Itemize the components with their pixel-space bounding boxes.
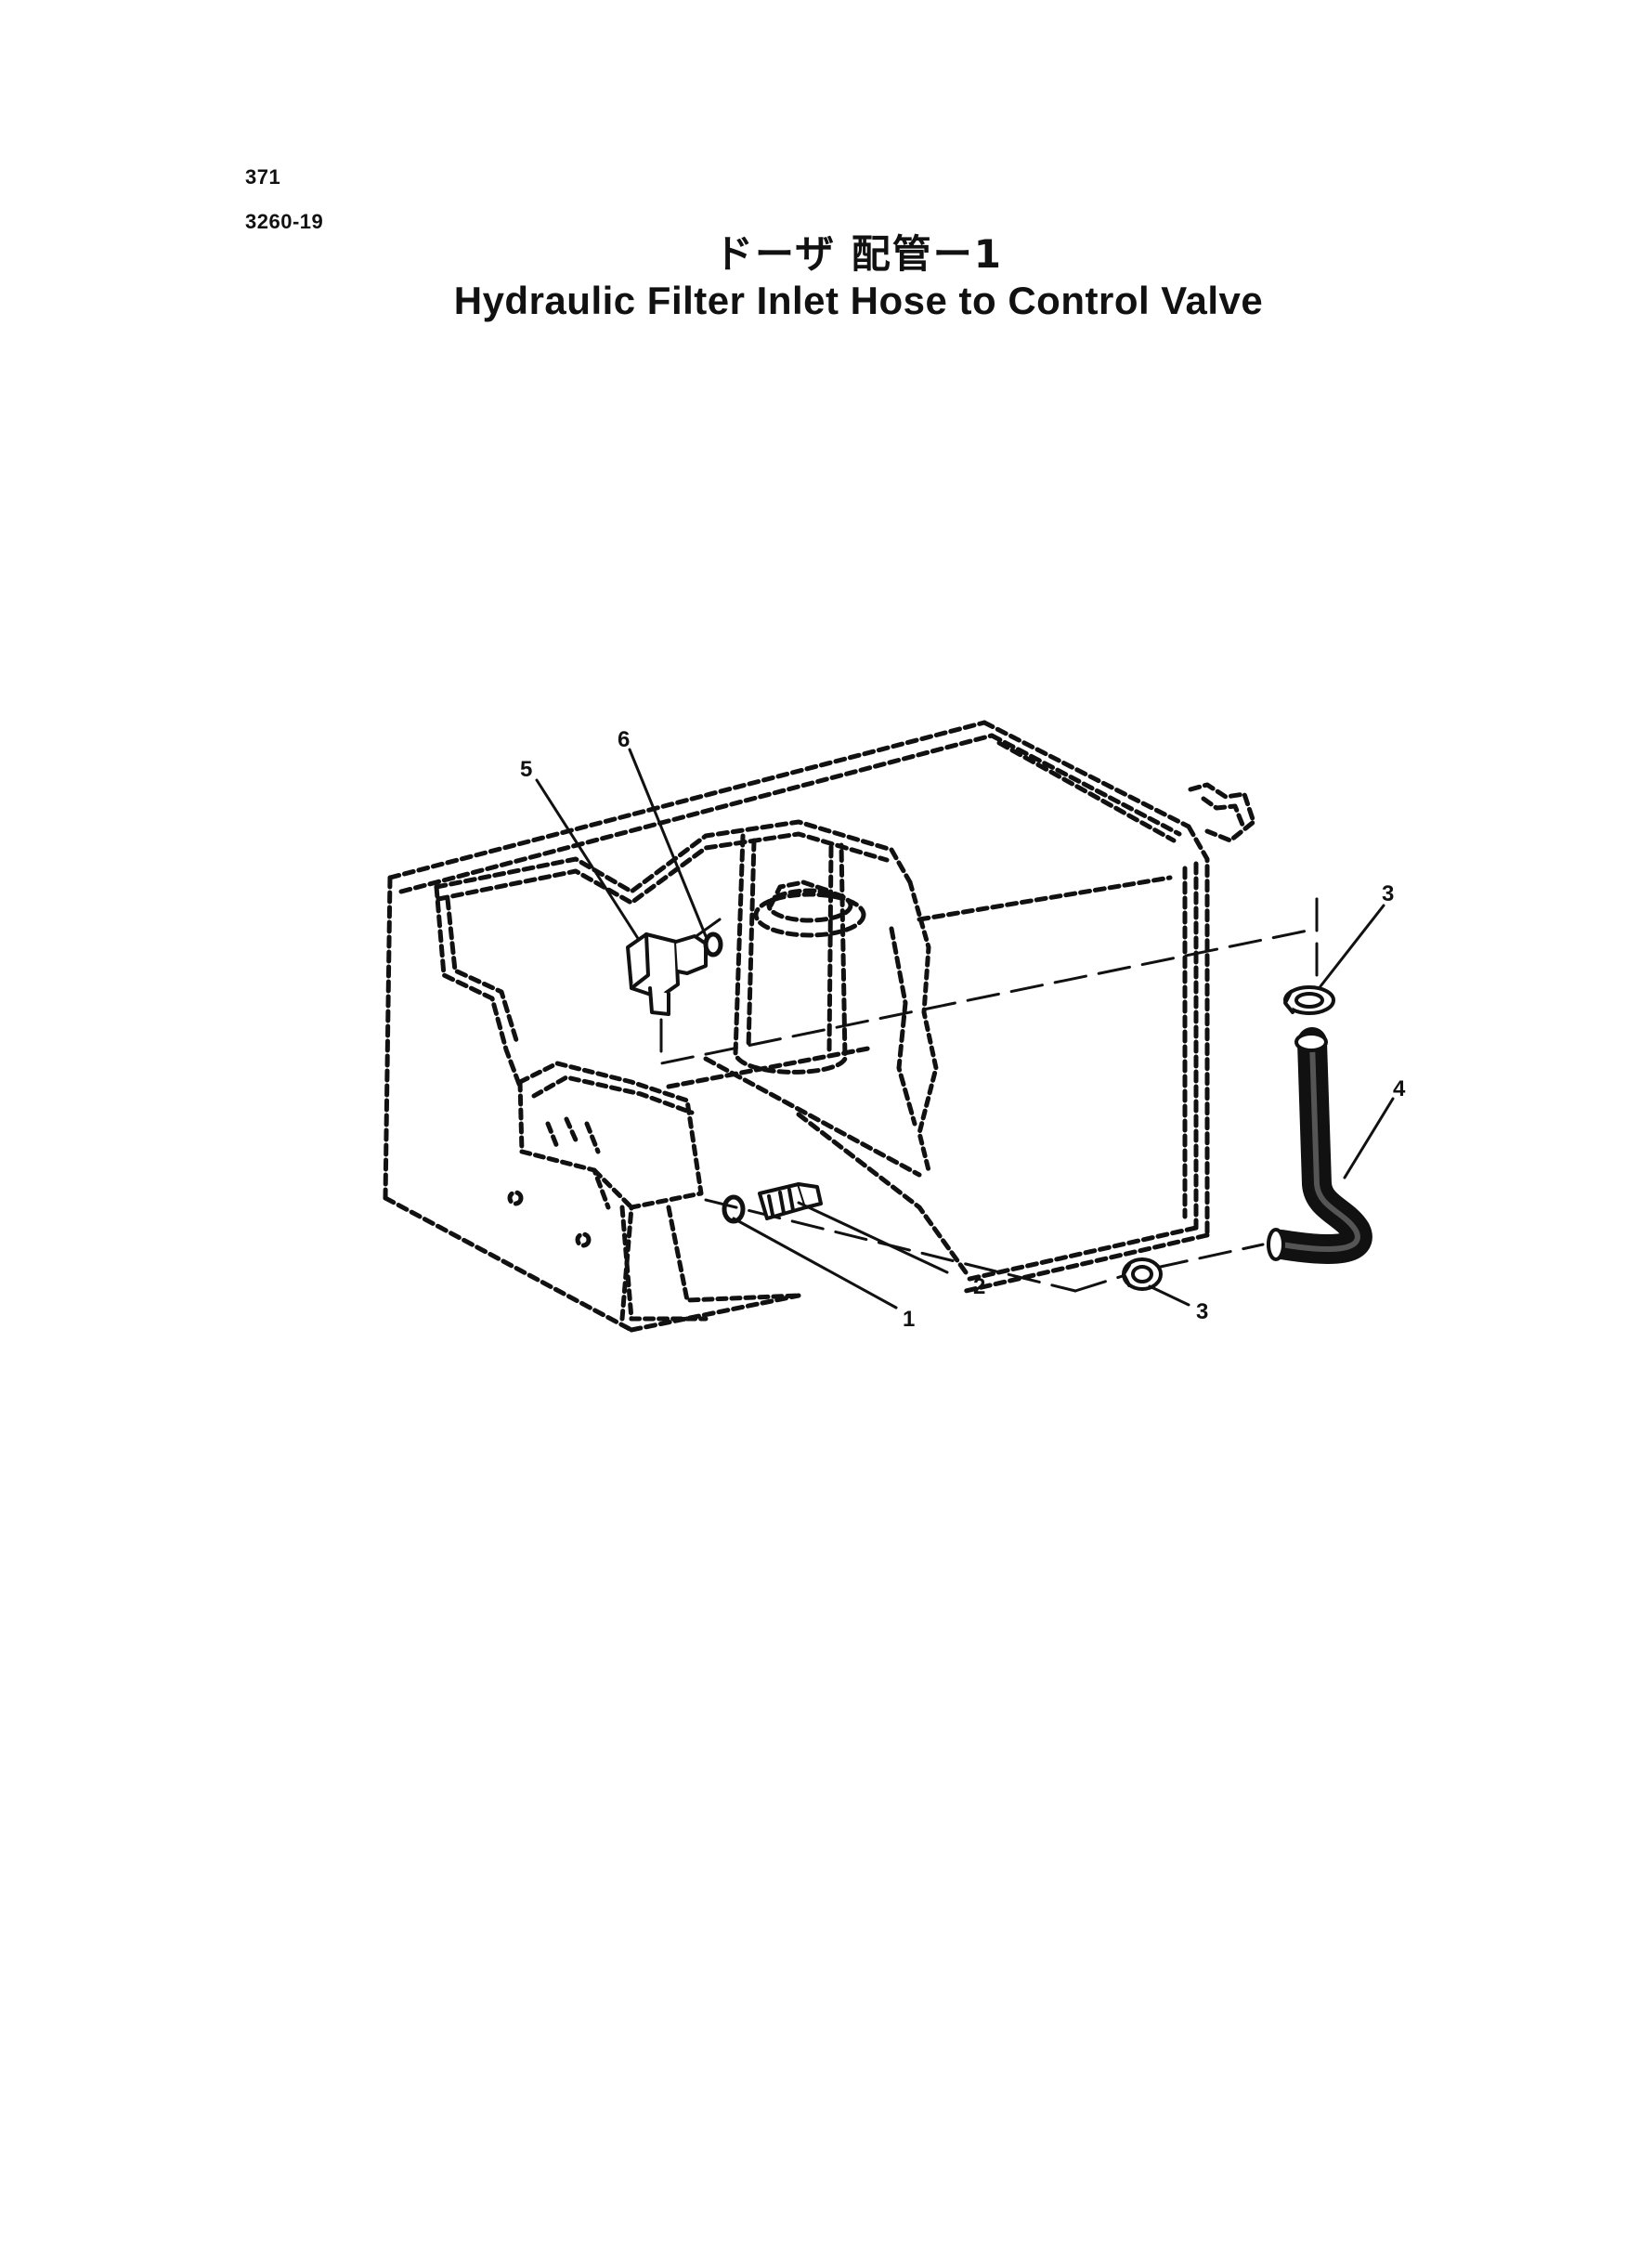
filter-housing — [733, 833, 866, 1075]
figure-code: 3260-19 — [245, 210, 324, 233]
leader-lines — [535, 748, 1395, 1309]
callout-3-top: 3 — [1382, 881, 1394, 906]
o-ring-6 — [703, 932, 723, 958]
title-english: Hydraulic Filter Inlet Hose to Control V… — [453, 279, 1264, 322]
callout-1: 1 — [903, 1307, 915, 1332]
callout-5: 5 — [520, 757, 532, 782]
bent-hose — [1267, 1027, 1372, 1264]
hose-clamp-top — [1283, 985, 1335, 1015]
callout-6: 6 — [618, 727, 630, 752]
callout-4: 4 — [1393, 1076, 1406, 1101]
callout-3-bottom: 3 — [1196, 1299, 1208, 1324]
hose-clamp-bottom — [1122, 1257, 1163, 1291]
valve-block — [507, 1061, 801, 1322]
tank-outline — [383, 720, 1256, 1333]
connector-2 — [758, 1182, 823, 1220]
o-ring-1 — [722, 1194, 746, 1224]
callout-2: 2 — [973, 1274, 985, 1299]
title-japanese: ドーザ 配管ー1 — [713, 231, 1003, 277]
elbow-fitting — [626, 932, 708, 1016]
page-number: 371 — [245, 165, 281, 189]
callout-labels: 5 6 3 4 2 1 3 — [520, 727, 1406, 1332]
